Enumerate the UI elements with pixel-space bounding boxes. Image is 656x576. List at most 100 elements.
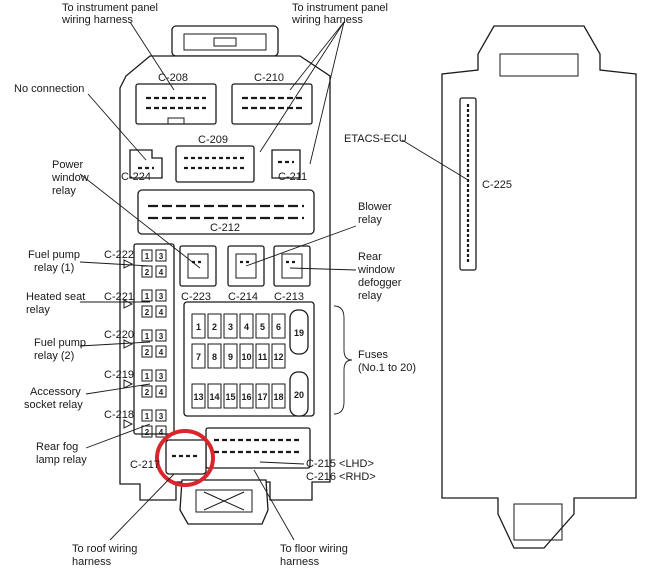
label-fuel-pump-relay-2a: Fuel pump (34, 337, 86, 349)
relay-pin-label: 3 (159, 412, 164, 421)
relay-pin-box (155, 385, 167, 398)
connector-c208: C-208 (158, 72, 188, 84)
fuse-slot (207, 313, 222, 339)
relay-pin-box (141, 345, 153, 358)
connector-c221: C-221 (104, 291, 134, 303)
connector-c219: C-219 (104, 369, 134, 381)
fuse-number: 10 (241, 352, 251, 362)
relay-pin-label: 4 (159, 388, 164, 397)
relay-pin-label: 1 (145, 332, 150, 341)
label-fuel-pump-relay-1b: relay (1) (34, 262, 74, 274)
relay-pin-label: 3 (159, 372, 164, 381)
relay-pin-label: 1 (145, 292, 150, 301)
relay-pin-label: 4 (159, 268, 164, 277)
fuse-slot (271, 313, 286, 339)
connector-c212: C-212 (210, 222, 240, 234)
relay-pin-box (141, 369, 153, 382)
label-rear-defogger-1: Rear (358, 251, 382, 263)
relay-pin-label: 1 (145, 372, 150, 381)
label-etacs-ecu: ETACS-ECU (344, 133, 407, 145)
relay-pin-box (155, 409, 167, 422)
relay-pin-box (141, 409, 153, 422)
label-to-ip-harness-left-1: To instrument panel (62, 2, 158, 14)
relay-pin-label: 3 (159, 252, 164, 261)
label-to-ip-harness-right-1: To instrument panel (292, 2, 388, 14)
fuse-number: 11 (258, 352, 268, 362)
fuse-number: 9 (228, 352, 233, 362)
connector-c213: C-213 (274, 291, 304, 303)
relay-pin-label: 3 (159, 332, 164, 341)
connector-c217: C-217 (130, 459, 160, 471)
relay-pin-box (141, 425, 153, 438)
label-no-connection: No connection (14, 83, 84, 95)
fuse-slot (191, 313, 206, 339)
relay-pointer (123, 379, 134, 389)
fuse-number: 4 (244, 322, 249, 332)
label-rear-fog-2: lamp relay (36, 454, 87, 466)
fuse-number: 16 (241, 392, 251, 402)
fuse-slot (239, 383, 254, 409)
fuse-slot (255, 313, 270, 339)
fuse-slot (239, 313, 254, 339)
label-to-ip-harness-left-2: wiring harness (61, 14, 133, 26)
relay-pin-box (141, 385, 153, 398)
fuse-slot (223, 313, 238, 339)
label-accessory-socket-1: Accessory (30, 386, 81, 398)
connector-c209: C-209 (198, 134, 228, 146)
junction-block (119, 25, 331, 525)
etacs-ecu-unit (441, 25, 637, 549)
relay-pin-box (155, 369, 167, 382)
relay-pin-label: 4 (159, 308, 164, 317)
fuse-number: 14 (209, 392, 219, 402)
label-rear-fog-1: Rear fog (36, 441, 78, 453)
fuse-number: 6 (276, 322, 281, 332)
relay-pointer (123, 419, 134, 429)
label-to-floor-harness-2: harness (280, 556, 320, 568)
fuse-slot (239, 343, 254, 369)
connector-c211: C-211 (278, 171, 307, 183)
fuse-number: 12 (273, 352, 283, 362)
label-heated-seat-relay-2: relay (26, 304, 50, 316)
label-to-ip-harness-right-2: wiring harness (291, 14, 363, 26)
fuse-number: 3 (228, 322, 233, 332)
relay-pin-box (141, 305, 153, 318)
relay-pin-label: 1 (145, 252, 150, 261)
connector-c216: C-216 <RHD> (306, 471, 376, 483)
relay-pin-box (155, 329, 167, 342)
connector-c215: C-215 <LHD> (306, 458, 374, 470)
connector-c220: C-220 (104, 329, 134, 341)
fuse-number: 7 (196, 352, 201, 362)
relay-pin-label: 4 (159, 428, 164, 437)
fuse-number: 13 (193, 392, 203, 402)
relay-pin-box (141, 329, 153, 342)
label-to-roof-harness-1: To roof wiring (72, 543, 137, 555)
connector-c210: C-210 (254, 72, 284, 84)
fuse-slot (207, 343, 222, 369)
fuse-slot (255, 383, 270, 409)
label-power-window-relay-2: window (51, 172, 89, 184)
leader-lines (79, 21, 469, 541)
relay-pin-box (155, 289, 167, 302)
relay-pin-label: 3 (159, 292, 164, 301)
label-fuses-1: Fuses (358, 349, 388, 361)
fuse-number: 17 (257, 392, 267, 402)
relay-pin-label: 4 (159, 348, 164, 357)
fuse-slot (191, 343, 206, 369)
label-rear-defogger-4: relay (358, 290, 382, 302)
fuse-number: 18 (273, 392, 283, 402)
label-fuses-2: (No.1 to 20) (358, 362, 416, 374)
relay-pointer (123, 259, 134, 269)
fuse-20: 20 (294, 390, 304, 400)
connector-c218: C-218 (104, 409, 134, 421)
fuse-slot (271, 383, 286, 409)
fuse-slot (223, 343, 238, 369)
connector-c222: C-222 (104, 249, 134, 261)
relay-pin-label: 2 (145, 308, 150, 317)
fuse-slot (207, 383, 222, 409)
relay-pin-label: 2 (145, 348, 150, 357)
relay-pin-box (141, 289, 153, 302)
label-power-window-relay-1: Power (52, 159, 84, 171)
fuse-slot (271, 343, 286, 369)
label-blower-relay-1: Blower (358, 201, 392, 213)
